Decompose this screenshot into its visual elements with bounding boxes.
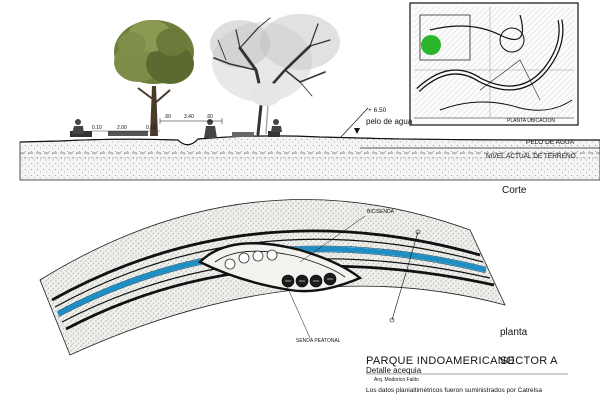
- location-plan: [409, 2, 579, 126]
- plan-drawing: [39, 199, 506, 356]
- subtitle: Detalle acequia: [366, 366, 422, 375]
- dim-label: .60: [164, 114, 171, 120]
- location-highlight: [421, 35, 441, 55]
- bench-mid: [108, 131, 148, 136]
- dim-label: 0.10: [92, 125, 102, 131]
- architect: Arq. Modorico Falito: [374, 377, 419, 383]
- senda-leader: [284, 281, 311, 339]
- water-level-label: PELO DE AGUA: [526, 139, 575, 146]
- elevation-label: + 6.50: [368, 107, 387, 114]
- section-title: Corte: [502, 185, 527, 196]
- bicisenda-leader: [299, 215, 366, 263]
- bicisenda-label: BICISENDA: [367, 209, 394, 215]
- project-title: PARQUE INDOAMERICANO: [366, 355, 515, 367]
- tree-faint: [250, 82, 282, 135]
- senda-label: SENDA PEATONAL: [296, 338, 341, 344]
- bench-right: [268, 131, 280, 137]
- tree-sketch: [210, 14, 340, 136]
- dim-label: .60: [206, 114, 213, 120]
- person-center: [204, 119, 217, 138]
- credit: Los datos planialtimétricos fueron sumin…: [366, 387, 542, 394]
- dim-label: 3.40: [184, 114, 194, 120]
- terrain-label: NIVEL ACTUAL DE TERRENO: [486, 153, 576, 160]
- elevation-arrow: [354, 128, 360, 134]
- sector-title: SECTOR A: [500, 355, 558, 367]
- elevation-leader: [339, 107, 369, 139]
- water-label: pelo de agua: [366, 117, 413, 126]
- plan-title: planta: [500, 327, 528, 338]
- section-cut-line: [391, 231, 419, 321]
- dim-label: 0.10: [146, 125, 156, 131]
- dim-label: 2.00: [117, 125, 127, 131]
- location-plan-label: PLANTA UBICACION: [507, 118, 555, 124]
- person-right: [271, 119, 282, 132]
- person-left: [72, 119, 84, 134]
- seats-upper: [224, 249, 278, 270]
- tree-leafy: [114, 20, 194, 136]
